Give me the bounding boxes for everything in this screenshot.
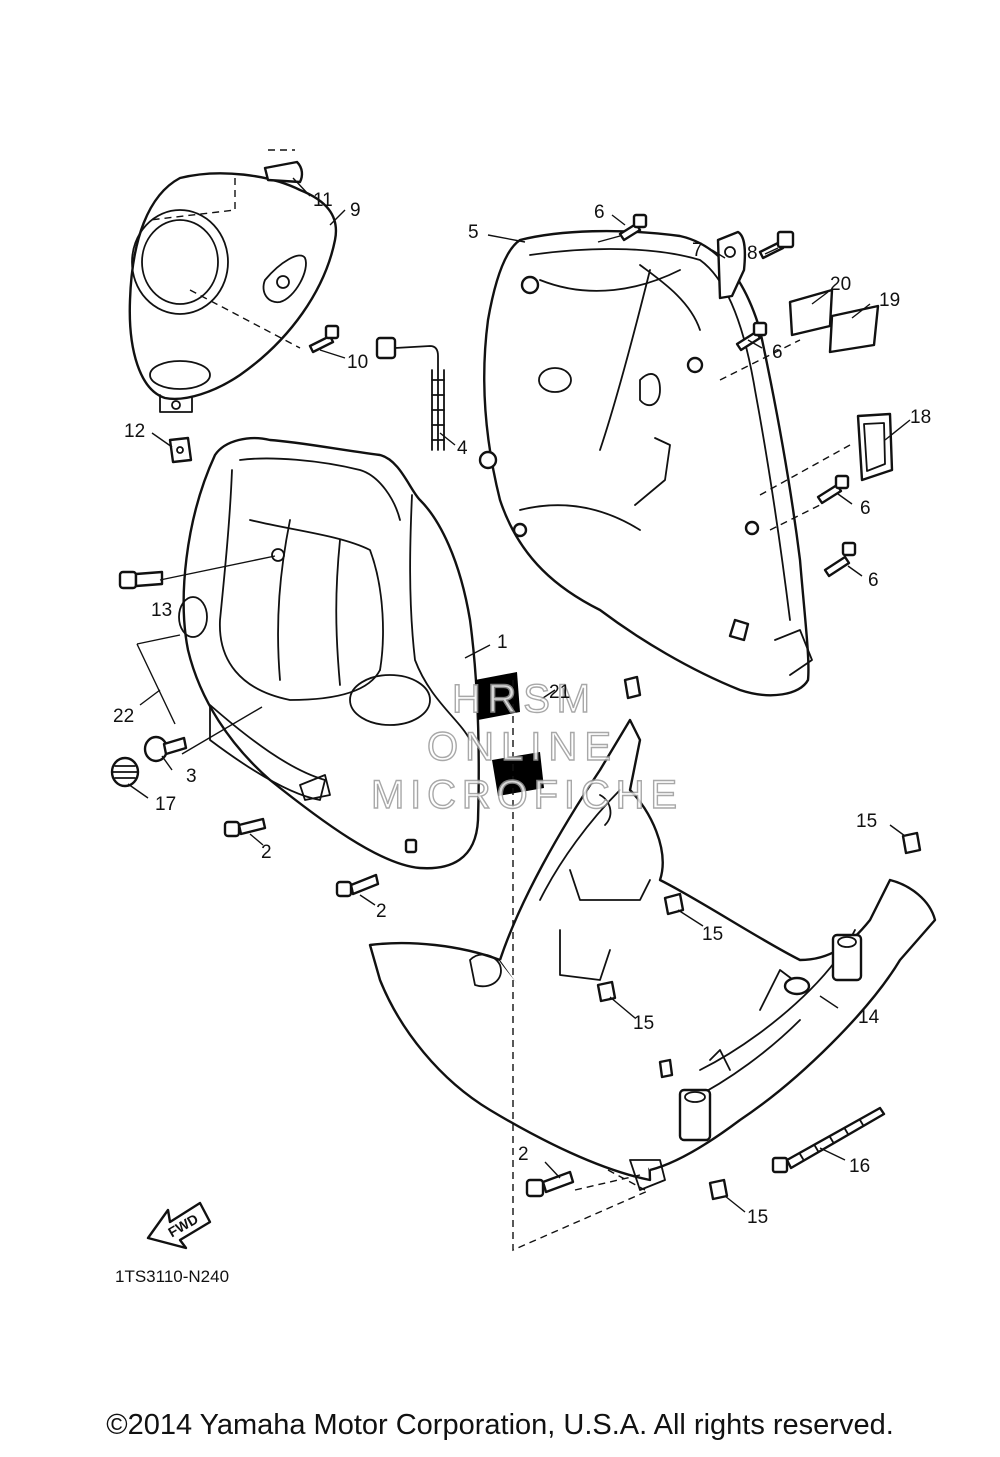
callout-22: 22 (113, 706, 134, 727)
callout-15: 15 (702, 924, 723, 945)
grille-part-17 (110, 756, 140, 788)
leader-lines (127, 177, 911, 1213)
clip-part-15-b (663, 892, 685, 916)
callout-2: 2 (518, 1144, 529, 1165)
callout-20: 20 (830, 274, 851, 295)
emblem-part-21 (475, 672, 544, 796)
bolt-part-8 (758, 230, 795, 260)
callout-2: 2 (261, 842, 272, 863)
frame-part-18 (856, 412, 894, 482)
wire-part-4 (375, 336, 445, 451)
assembly-line (512, 680, 651, 1252)
headlight-cover-part-9 (128, 172, 338, 413)
callout-16: 16 (849, 1156, 870, 1177)
bracket-part-7 (716, 230, 747, 300)
bolt-part-3 (143, 735, 188, 763)
callout-12: 12 (124, 421, 145, 442)
callout-15: 15 (856, 811, 877, 832)
screw-part-6-bottom (823, 541, 857, 578)
screw-part-6-lower (816, 474, 850, 505)
watermark-line-2: ONLINE (427, 725, 611, 769)
diagram-code: 1TS3110-N240 (115, 1267, 229, 1286)
clip-part-15-c (596, 980, 617, 1003)
callout-11: 11 (313, 190, 333, 211)
callout-13: 13 (151, 600, 172, 621)
screw-part-6-top (618, 213, 648, 242)
callout-15: 15 (747, 1207, 768, 1228)
screw-part-2-upper (223, 817, 267, 838)
callout-5: 5 (468, 222, 479, 243)
callout-18: 18 (910, 407, 931, 428)
pad-part-11 (263, 149, 304, 184)
callout-8: 8 (747, 243, 758, 264)
callout-3: 3 (186, 766, 197, 787)
screw-part-2-lower (525, 1170, 575, 1198)
label-part-19 (828, 304, 880, 354)
callout-6: 6 (860, 498, 871, 519)
copyright-notice: ©2014 Yamaha Motor Corporation, U.S.A. A… (106, 1409, 894, 1441)
callout-17: 17 (155, 794, 176, 815)
callout-9: 9 (350, 200, 361, 221)
cable-tie-part-16 (771, 1106, 886, 1174)
callout-7: 7 (692, 240, 703, 261)
nut-part-12 (168, 436, 193, 464)
clip-part-15-f (658, 1058, 674, 1079)
callout-4: 4 (457, 438, 468, 459)
callout-1: 1 (497, 632, 508, 653)
inner-shield-part-5 (478, 229, 851, 697)
label-part-20 (788, 288, 834, 337)
callout-14: 14 (858, 1007, 880, 1028)
callout-10: 10 (347, 352, 368, 373)
callout-19: 19 (879, 290, 900, 311)
clip-part-15-a (901, 831, 922, 855)
callout-21: 21 (549, 682, 570, 703)
clip-part-15-d (708, 1178, 729, 1201)
fwd-arrow: FWD (146, 1201, 212, 1250)
bolt-part-13 (118, 570, 164, 590)
sticker-part-22 (136, 634, 181, 725)
callout-6: 6 (868, 570, 879, 591)
callout-6: 6 (772, 342, 783, 363)
callout-15: 15 (633, 1013, 654, 1034)
callout-2: 2 (376, 901, 387, 922)
footboard-part-14 (368, 718, 937, 1191)
front-shield-part-1 (178, 436, 480, 870)
screw-part-10 (308, 324, 340, 354)
clip-part-15-e (623, 675, 642, 700)
callout-6: 6 (594, 202, 605, 223)
callouts: 1 2 2 2 3 4 5 6 6 6 6 7 8 9 10 11 12 13 … (113, 190, 931, 1228)
watermark-line-3: MICROFICHE (371, 773, 677, 817)
screw-part-2-mid (335, 873, 380, 898)
